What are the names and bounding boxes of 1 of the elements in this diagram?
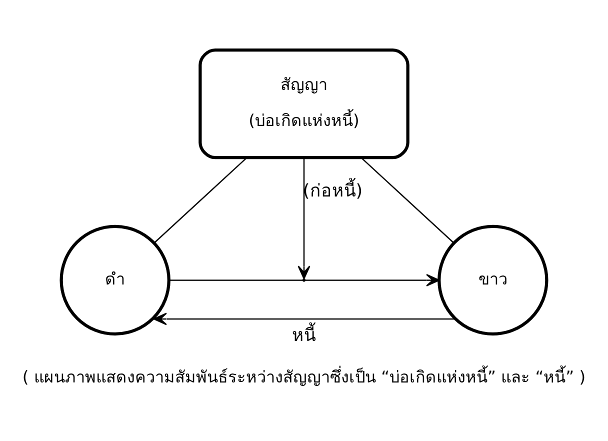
- caption: ( แผนภาพแสดงความสัมพันธ์ระหว่างสัญญาซึ่งเป็น “บ่อเกิดแห่งหนี้” และ “หนี้” ): [22, 366, 586, 386]
